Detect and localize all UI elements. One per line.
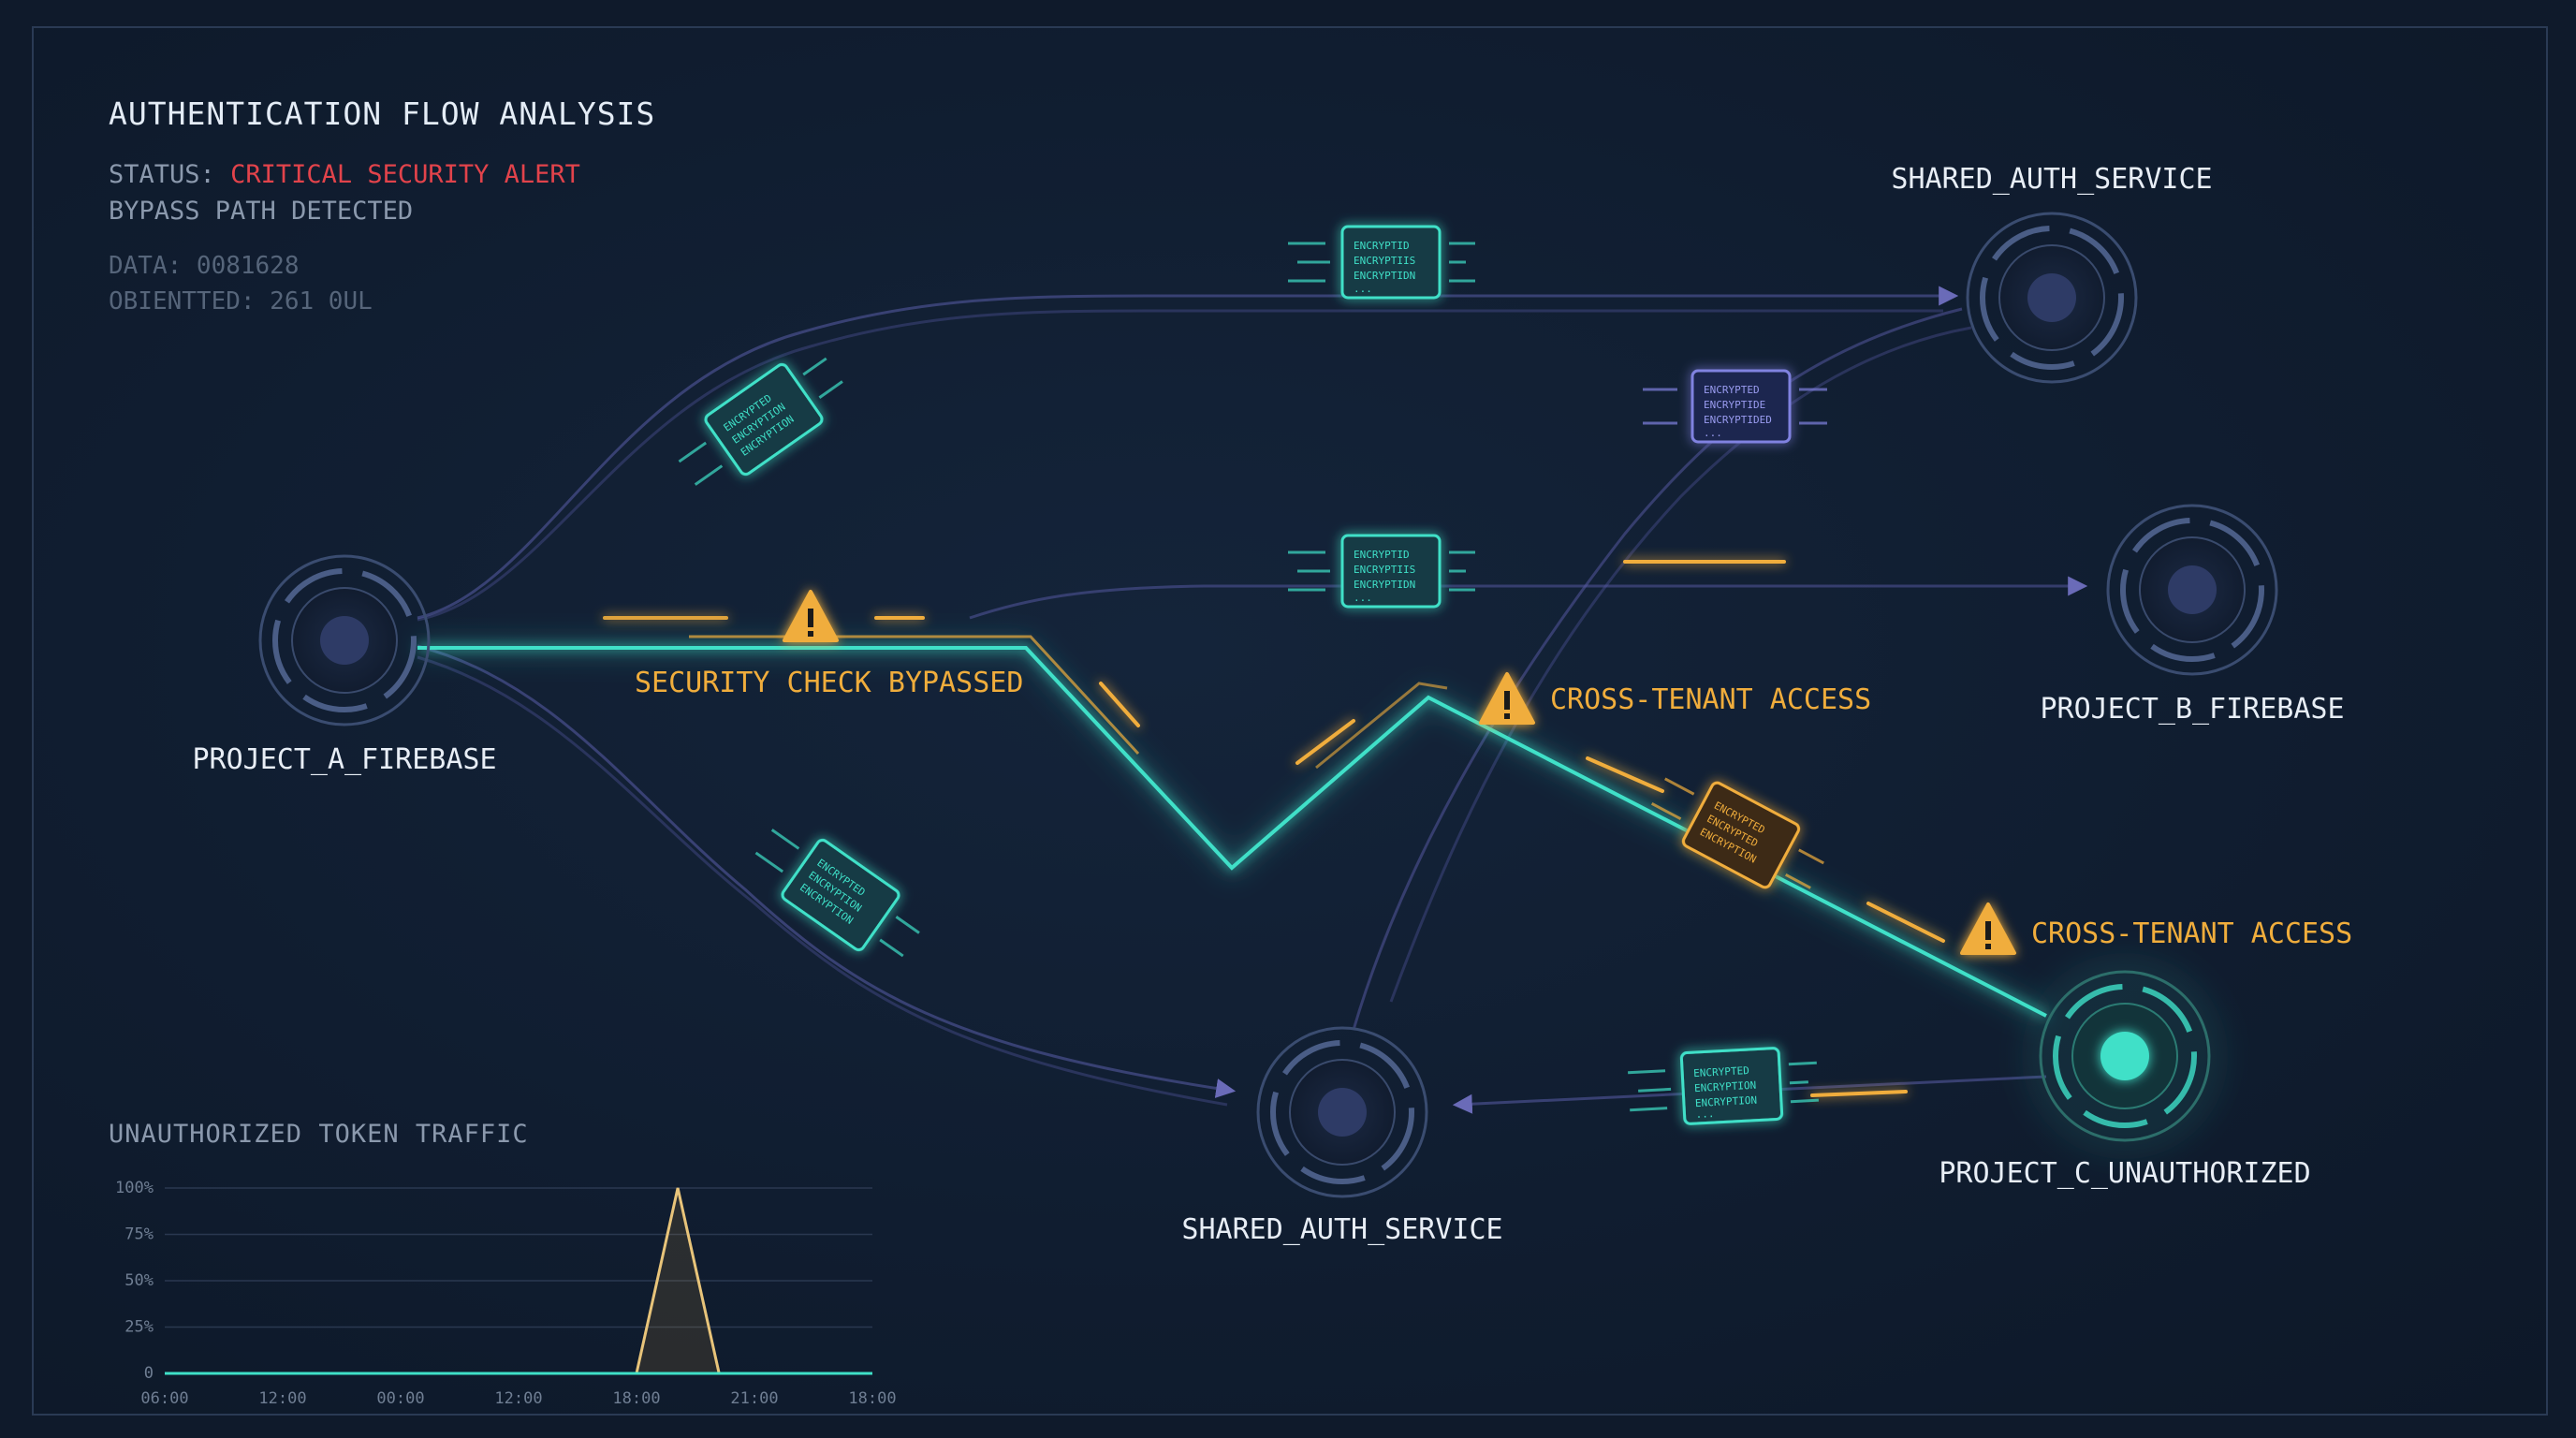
packet-mid-ellipsis: ... bbox=[1354, 592, 1372, 604]
packet-lower-left: ENCRYPTED ENCRYPTION ENCRYPTION bbox=[754, 829, 920, 958]
packet-purple-ellipsis: ... bbox=[1704, 427, 1722, 439]
page-title: AUTHENTICATION FLOW ANALYSIS bbox=[109, 95, 656, 132]
token-traffic-chart: UNAUTHORIZED TOKEN TRAFFIC 100% 75% 50% 25%… bbox=[109, 1120, 914, 1408]
packet-purple-line-2: ENCRYPTIDE bbox=[1704, 399, 1765, 411]
node-project-a[interactable] bbox=[258, 554, 431, 726]
chart-x-tick-label: 12:00 bbox=[494, 1389, 542, 1408]
chart-x-tick-label: 21:00 bbox=[730, 1389, 778, 1408]
packet-bottom-right-line-1: ENCRYPTED bbox=[1693, 1064, 1749, 1079]
status-line: STATUS: CRITICAL SECURITY ALERT bbox=[109, 160, 655, 189]
packet-mid-line-3: ENCRYPTIDN bbox=[1354, 579, 1415, 591]
chart-x-tick-label: 06:00 bbox=[140, 1389, 188, 1408]
chart-y-tick-label: 50% bbox=[124, 1271, 154, 1290]
route-shared-bottom-to-shared-top bbox=[1352, 307, 1972, 1031]
project-c-label: PROJECT_C_UNAUTHORIZED bbox=[1939, 1157, 2311, 1190]
packet-bottom-right-line-2: ENCRYPTION bbox=[1694, 1079, 1757, 1094]
security-bypass-alert: SECURITY CHECK BYPASSED bbox=[635, 667, 1024, 699]
chart-series-area bbox=[165, 1188, 872, 1373]
oriented-readout: OBIENTTED: 261 0UL bbox=[109, 287, 373, 315]
chart-x-tick-label: 00:00 bbox=[376, 1389, 424, 1408]
data-readout: DATA: 0081628 bbox=[109, 252, 300, 280]
packet-purple-line-1: ENCRYPTED bbox=[1704, 384, 1760, 396]
dashboard-frame: ENCRYPTID ENCRYPTIIS ENCRYPTIDN ... ENCR… bbox=[32, 26, 2548, 1416]
packet-mid: ENCRYPTID ENCRYPTIIS ENCRYPTIDN ... bbox=[1288, 534, 1475, 609]
packet-top-line-3: ENCRYPTIDN bbox=[1354, 270, 1415, 282]
chart-y-tick-label: 100% bbox=[115, 1179, 154, 1197]
chart-x-tick-label: 12:00 bbox=[258, 1389, 306, 1408]
packet-top-ellipsis: ... bbox=[1354, 283, 1372, 295]
project-b-label: PROJECT_B_FIREBASE bbox=[2040, 693, 2345, 726]
status-label: STATUS: bbox=[109, 160, 215, 189]
packet-mid-line-1: ENCRYPTID bbox=[1354, 549, 1410, 561]
packet-orange: ENCRYPTED ENCRYPTED ENCRYPTION bbox=[1650, 777, 1824, 889]
status-badge: CRITICAL SECURITY ALERT bbox=[230, 160, 580, 189]
chart-x-tick-label: 18:00 bbox=[612, 1389, 660, 1408]
cross-tenant-alert-2: CROSS-TENANT ACCESS bbox=[2031, 917, 2353, 950]
packet-bottom-right-line-3: ENCRYPTION bbox=[1695, 1094, 1758, 1109]
chart-y-tick-label: 0 bbox=[144, 1364, 154, 1383]
node-project-c[interactable] bbox=[2022, 953, 2228, 1159]
route-a-to-shared-top bbox=[417, 286, 1959, 622]
packet-top: ENCRYPTID ENCRYPTIIS ENCRYPTIDN ... bbox=[1288, 225, 1475, 300]
packet-top-line-2: ENCRYPTIIS bbox=[1354, 255, 1415, 267]
route-a-to-project-b bbox=[969, 576, 2088, 620]
cross-tenant-alert-1: CROSS-TENANT ACCESS bbox=[1550, 683, 1872, 716]
bypass-detected-text: BYPASS PATH DETECTED bbox=[109, 197, 414, 226]
packet-upper-left: ENCRYPTED ENCRYPTION ENCRYPTION bbox=[678, 357, 843, 486]
chart-title: UNAUTHORIZED TOKEN TRAFFIC bbox=[109, 1120, 529, 1149]
chart-x-tick-label: 18:00 bbox=[848, 1389, 896, 1408]
packet-top-line-1: ENCRYPTID bbox=[1354, 240, 1410, 252]
node-shared-auth-top[interactable] bbox=[1966, 212, 2138, 384]
packet-purple-line-3: ENCRYPTIDED bbox=[1704, 414, 1772, 426]
packet-mid-line-2: ENCRYPTIIS bbox=[1354, 564, 1415, 576]
node-project-b[interactable] bbox=[2106, 504, 2278, 676]
orange-traffic-streaks bbox=[603, 560, 1945, 1097]
auth-flow-diagram: ENCRYPTID ENCRYPTIIS ENCRYPTIDN ... ENCR… bbox=[258, 212, 2278, 1198]
packet-purple: ENCRYPTED ENCRYPTIDE ENCRYPTIDED ... bbox=[1643, 369, 1827, 444]
warning-icon bbox=[1960, 902, 2016, 955]
project-a-label: PROJECT_A_FIREBASE bbox=[192, 743, 497, 776]
chart-y-tick-label: 75% bbox=[124, 1225, 154, 1244]
header-panel: AUTHENTICATION FLOW ANALYSIS STATUS: CRI… bbox=[109, 95, 655, 315]
route-a-to-shared-bottom bbox=[417, 644, 1237, 1107]
packet-bottom-right-ellipsis: ... bbox=[1695, 1108, 1715, 1121]
node-shared-auth-bottom[interactable] bbox=[1256, 1026, 1428, 1198]
warning-icon bbox=[783, 590, 839, 642]
shared-auth-top-label: SHARED_AUTH_SERVICE bbox=[1891, 163, 2213, 196]
shared-auth-bottom-label: SHARED_AUTH_SERVICE bbox=[1181, 1213, 1503, 1246]
warning-icon bbox=[1479, 672, 1535, 725]
packet-bottom-right: ENCRYPTED ENCRYPTION ENCRYPTION ... bbox=[1628, 1047, 1819, 1125]
traffic-chart-svg: 100% 75% 50% 25% 0 06:00 12:00 00:00 12:00 18:00 2… bbox=[115, 1179, 897, 1408]
chart-y-tick-label: 25% bbox=[124, 1318, 154, 1337]
